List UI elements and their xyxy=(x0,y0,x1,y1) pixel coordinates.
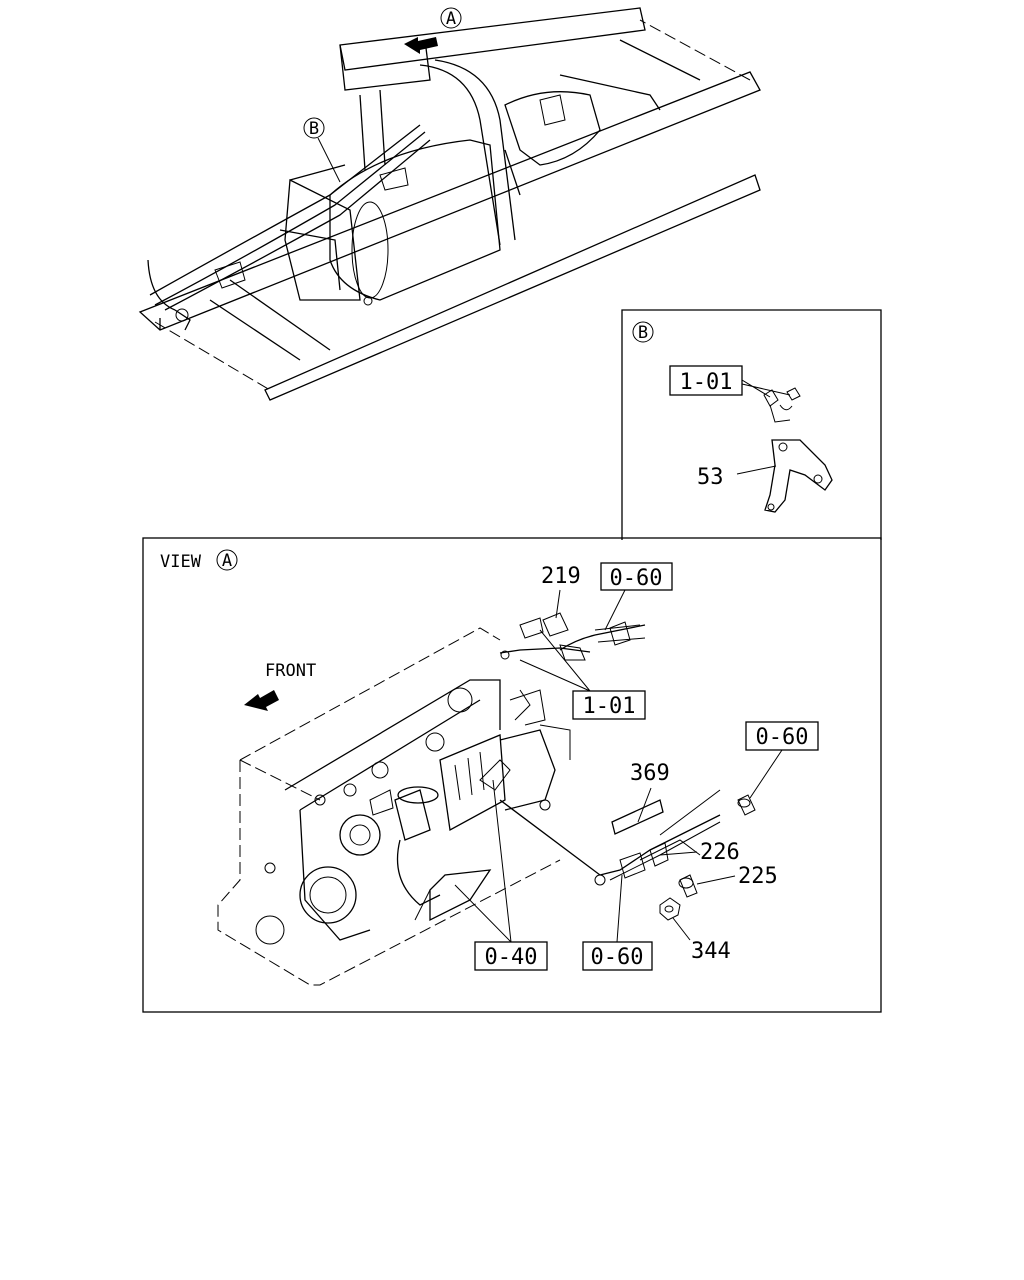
ref-1-01-leaders xyxy=(519,629,591,692)
chassis-frame-illustration xyxy=(138,7,761,401)
ref-0-60-top-leader xyxy=(604,589,626,631)
ref-0-60-right: 0-60 xyxy=(756,725,809,750)
part-219-label: 219 xyxy=(541,564,581,589)
detail-b-ref-label: 1-01 xyxy=(680,370,733,395)
nut-344 xyxy=(659,897,681,921)
bolt-and-clip xyxy=(763,387,801,423)
part-369-leader xyxy=(637,787,652,823)
marker-a: A xyxy=(446,9,456,29)
view-a-marker-circle xyxy=(216,549,238,571)
ref-0-60-bottom: 0-60 xyxy=(591,945,644,970)
part-344-label: 344 xyxy=(691,939,731,964)
part-226-leader xyxy=(659,851,698,856)
ref-0-60-top-box xyxy=(600,562,673,591)
bolt-0-60 xyxy=(737,794,756,816)
detail-b-marker-circle xyxy=(632,321,654,343)
view-a-marker: A xyxy=(222,551,232,571)
part-53-label: 53 xyxy=(697,465,724,490)
ref-1-01-box xyxy=(572,690,646,720)
part-225-label: 225 xyxy=(738,864,778,889)
part-344-leader xyxy=(672,917,691,941)
ref-1-01: 1-01 xyxy=(583,694,636,719)
marker-b-circle xyxy=(303,117,325,139)
view-a-arrow xyxy=(404,37,438,54)
part-53-leader xyxy=(736,465,777,475)
view-a-prefix: VIEW xyxy=(160,552,202,572)
marker-b: B xyxy=(309,119,319,139)
part-369-label: 369 xyxy=(630,761,670,786)
front-label: FRONT xyxy=(265,661,316,681)
detail-b-ref-leaders xyxy=(741,379,791,398)
engine-illustration xyxy=(217,627,571,986)
view-a-panel xyxy=(142,537,882,1013)
ref-0-60-right-leader xyxy=(749,749,783,799)
detail-b-panel xyxy=(621,309,882,540)
part-219-leader xyxy=(555,589,561,619)
upper-cable-assembly xyxy=(499,612,646,661)
detail-b-marker: B xyxy=(638,323,648,343)
front-arrow xyxy=(244,690,279,711)
marker-b-leader xyxy=(317,137,341,183)
part-225-leader xyxy=(696,875,736,885)
marker-a-circle xyxy=(440,7,462,29)
ref-0-40-leaders xyxy=(454,779,512,943)
ref-0-60-top: 0-60 xyxy=(610,566,663,591)
part-226-label: 226 xyxy=(700,840,740,865)
ref-0-60-bottom-leader xyxy=(616,874,623,943)
ref-0-40: 0-40 xyxy=(485,945,538,970)
bracket-53 xyxy=(764,439,833,513)
lower-cable-assembly xyxy=(499,789,721,886)
bolt-225 xyxy=(678,874,698,898)
